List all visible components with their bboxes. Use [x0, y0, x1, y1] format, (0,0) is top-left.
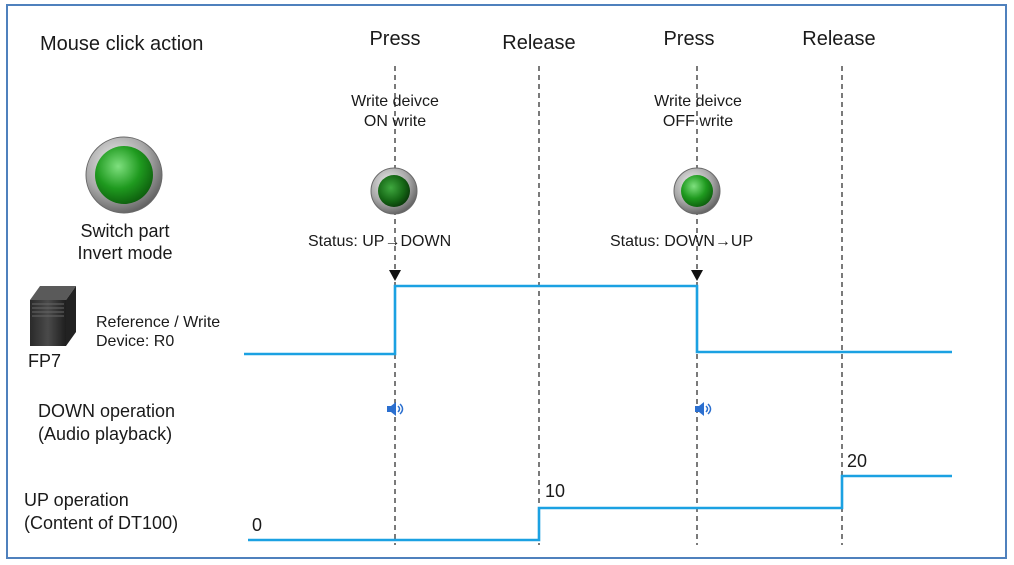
up-op-line1: UP operation: [24, 490, 129, 510]
device-line2: Device: R0: [96, 333, 175, 350]
action-1-line1: Write deivce: [351, 93, 439, 110]
event-press-2: Press: [663, 28, 715, 50]
event-press-1: Press: [369, 28, 421, 50]
up-op-line2: (Content of DT100): [24, 513, 179, 533]
speaker-icon: [695, 402, 712, 416]
mouse-click-action-label: Mouse click action: [40, 33, 204, 55]
press-2-arrow: [691, 270, 703, 281]
diagram-frame: [6, 4, 1007, 559]
event-markers: [394, 66, 843, 545]
button-off-write-icon: [673, 167, 721, 215]
r0-signal-line: [244, 284, 952, 356]
status-2: Status: DOWN→UP: [610, 233, 754, 250]
device-line1: Reference / Write: [96, 314, 221, 331]
status-1: Status: UP→DOWN: [308, 233, 452, 250]
action-2-line2: OFF write: [662, 113, 734, 130]
event-release-1: Release: [502, 32, 576, 54]
down-op-line2: (Audio playback): [38, 424, 173, 444]
plc-device-icon: [30, 286, 76, 346]
button-on-write-icon: [370, 167, 418, 215]
down-op-line1: DOWN operation: [38, 401, 176, 421]
switch-part-line1: Switch part: [80, 221, 170, 241]
dt100-value-20: 20: [847, 451, 868, 471]
action-2-line1: Write deivce: [654, 93, 742, 110]
event-release-2: Release: [802, 28, 876, 50]
speaker-icon: [387, 402, 404, 416]
dt100-value-10: 10: [545, 481, 566, 501]
dt100-signal-line: [248, 474, 952, 542]
action-1-line2: ON write: [363, 113, 427, 130]
dt100-value-0: 0: [252, 515, 263, 535]
switch-part-line2: Invert mode: [77, 243, 173, 263]
switch-button-icon: [85, 136, 163, 214]
plc-label: FP7: [28, 351, 62, 371]
press-1-arrow: [389, 270, 401, 281]
